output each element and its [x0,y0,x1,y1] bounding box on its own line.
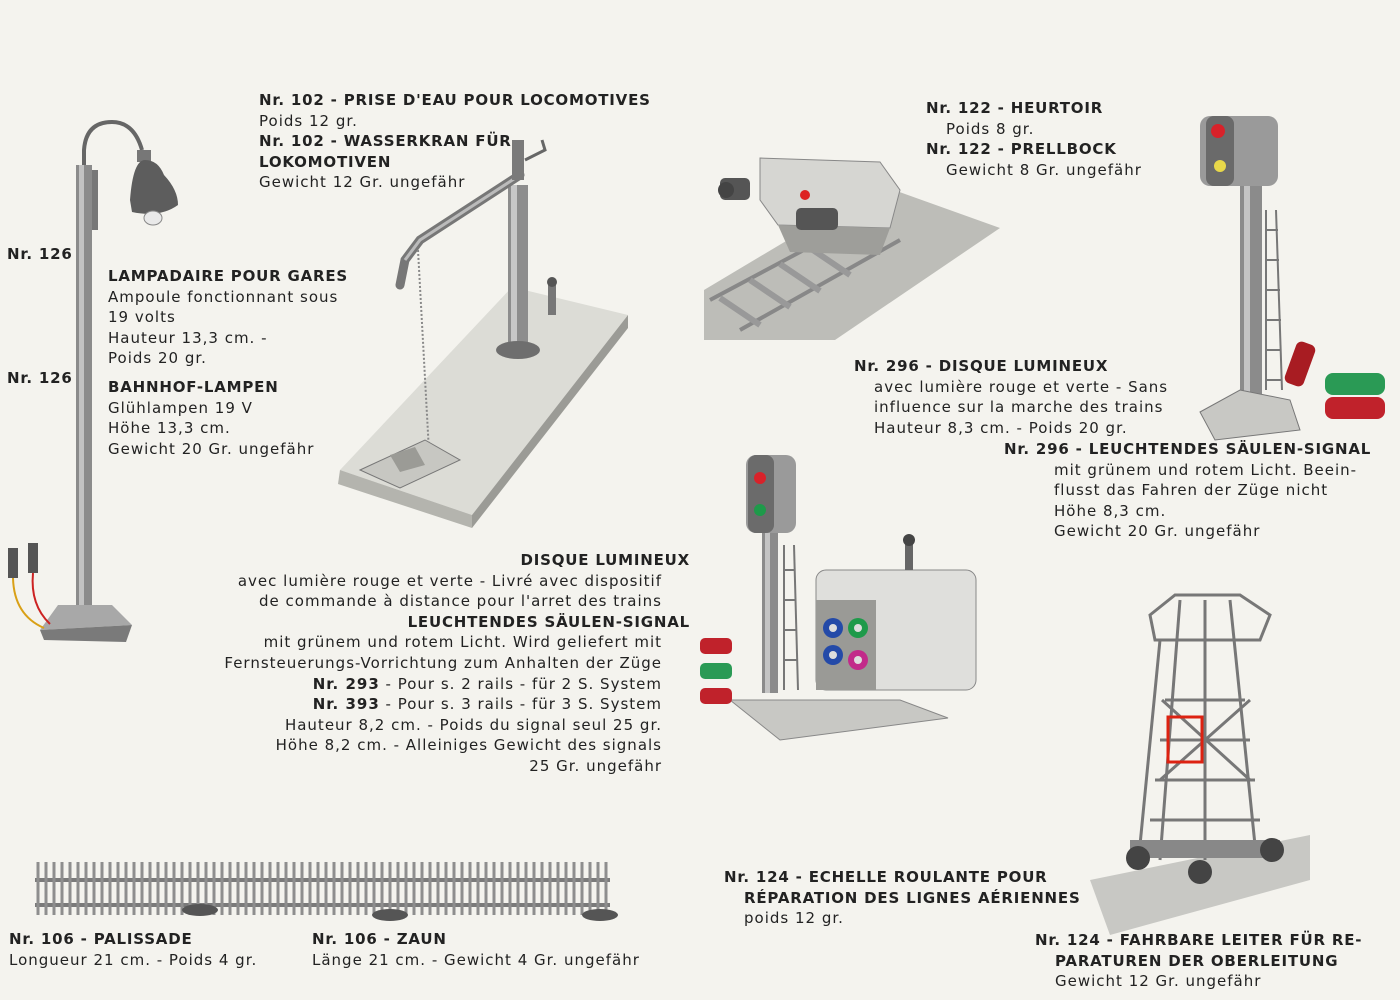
lamp-desc-de-1: Glühlampen 19 V [108,398,253,417]
signal-296-desc-de-1: mit grünem und rotem Licht. Beein- [1054,460,1358,479]
fence-desc-de: Länge 21 cm. - Gewicht 4 Gr. ungefähr [312,950,640,969]
signal-293-dims-2: Höhe 8,2 cm. - Alleiniges Gewicht des si… [275,736,662,755]
ladder-de-block: Nr. 124 - FAHRBARE LEITER FÜR RE- PARATU… [1035,930,1362,992]
signal-293-desc-fr-1: avec lumière rouge et verte - Livré avec… [237,571,662,590]
signal-296-desc-fr-1: avec lumière rouge et verte - Sans [874,377,1169,396]
water-crane-weight-fr: Poids 12 gr. [259,111,358,130]
signal-293-nr: Nr. 293 [312,674,380,693]
signal-296-desc-de-3: Höhe 8,3 cm. [1054,501,1167,520]
ladder-title-fr-2: RÉPARATION DES LIGNES AÉRIENNES [744,888,1081,907]
lamp-desc-fr-3: Hauteur 13,3 cm. - [108,328,268,347]
signal-293-title-fr: DISQUE LUMINEUX [520,551,690,569]
fence-de-block: Nr. 106 - ZAUN Länge 21 cm. - Gewicht 4 … [312,929,640,970]
lamp-desc-de-3: Gewicht 20 Gr. ungefähr [108,439,315,458]
signal-296-desc-de-4: Gewicht 20 Gr. ungefähr [1054,522,1261,541]
buffer-text-block: Nr. 122 - HEURTOIR Poids 8 gr. Nr. 122 -… [926,98,1142,180]
buffer-weight-de: Gewicht 8 Gr. ungefähr [946,160,1142,179]
lamp-desc-fr-2: 19 volts [108,308,176,327]
signal-293-desc-de-2: Fernsteuerungs-Vorrichtung zum Anhalten … [224,653,662,672]
water-crane-title-de-2: LOKOMOTIVEN [259,152,392,171]
ladder-fr-block: Nr. 124 - ECHELLE ROULANTE POUR RÉPARATI… [724,867,1081,929]
buffer-weight-fr: Poids 8 gr. [946,119,1035,138]
water-crane-title-de-1: Nr. 102 - WASSERKRAN FÜR [259,132,512,151]
buffer-title-de: Nr. 122 - PRELLBOCK [926,140,1117,159]
ladder-title-de-1: Nr. 124 - FAHRBARE LEITER FÜR RE- [1035,931,1363,949]
ladder-weight-de: Gewicht 12 Gr. ungefähr [1055,972,1262,991]
lamp-desc-fr-4: Poids 20 gr. [108,349,207,368]
water-crane-weight-de: Gewicht 12 Gr. ungefähr [259,173,466,192]
signal-296-desc-fr-2: influence sur la marche des trains [874,398,1164,417]
fence-fr-block: Nr. 106 - PALISSADE Longueur 21 cm. - Po… [9,929,257,970]
fence-title-fr: Nr. 106 - PALISSADE [9,930,193,948]
lamp-title-fr: LAMPADAIRE POUR GARES [108,267,348,285]
ladder-title-de-2: PARATUREN DER OBERLEITUNG [1055,951,1339,970]
lamp-nr-de: Nr. 126 [7,369,73,387]
signal-293-variant: Nr. 293 - Pour s. 2 rails - für 2 S. Sys… [190,674,690,695]
signal-393-variant-text: - Pour s. 3 rails - für 3 S. System [379,695,662,714]
water-crane-title-fr: Nr. 102 - PRISE D'EAU POUR LOCOMOTIVES [259,91,651,109]
signal-296-title-de: Nr. 296 - LEUCHTENDES SÄULEN-SIGNAL [1004,440,1372,458]
lamp-desc-fr-1: Ampoule fonctionnant sous [108,287,339,306]
signal-293-dims-3: 25 Gr. ungefähr [529,756,662,775]
signal-293-text-block: DISQUE LUMINEUX avec lumière rouge et ve… [190,550,690,777]
lamp-title-de: BAHNHOF-LAMPEN [108,377,279,396]
lamp-text-block: LAMPADAIRE POUR GARES Ampoule fonctionna… [108,266,348,459]
signal-296-title-fr: Nr. 296 - DISQUE LUMINEUX [854,357,1109,375]
water-crane-text-block: Nr. 102 - PRISE D'EAU POUR LOCOMOTIVES P… [259,90,651,193]
signal-296-desc-fr-3: Hauteur 8,3 cm. - Poids 20 gr. [874,418,1128,437]
signal-393-variant: Nr. 393 - Pour s. 3 rails - für 3 S. Sys… [190,694,690,715]
signal-293-desc-de-1: mit grünem und rotem Licht. Wird geliefe… [263,633,662,652]
signal-293-dims-1: Hauteur 8,2 cm. - Poids du signal seul 2… [284,715,662,734]
ladder-title-fr-1: Nr. 124 - ECHELLE ROULANTE POUR [724,868,1048,886]
lamp-desc-de-2: Höhe 13,3 cm. [108,419,231,438]
ladder-weight-fr: poids 12 gr. [744,909,844,928]
signal-293-desc-fr-2: de commande à distance pour l'arret des … [259,592,662,611]
fence-desc-fr: Longueur 21 cm. - Poids 4 gr. [9,950,258,969]
signal-296-desc-de-2: flusst das Fahren der Züge nicht [1054,481,1329,500]
buffer-title-fr: Nr. 122 - HEURTOIR [926,99,1104,117]
signal-293-variant-text: - Pour s. 2 rails - für 2 S. System [379,674,662,693]
signal-296-fr-block: Nr. 296 - DISQUE LUMINEUX avec lumière r… [854,356,1168,438]
lamp-nr-fr: Nr. 126 [7,245,73,263]
signal-293-title-de: LEUCHTENDES SÄULEN-SIGNAL [407,612,690,631]
signal-393-nr: Nr. 393 [312,695,380,714]
signal-296-de-block: Nr. 296 - LEUCHTENDES SÄULEN-SIGNAL mit … [1004,439,1371,542]
fence-title-de: Nr. 106 - ZAUN [312,930,447,948]
